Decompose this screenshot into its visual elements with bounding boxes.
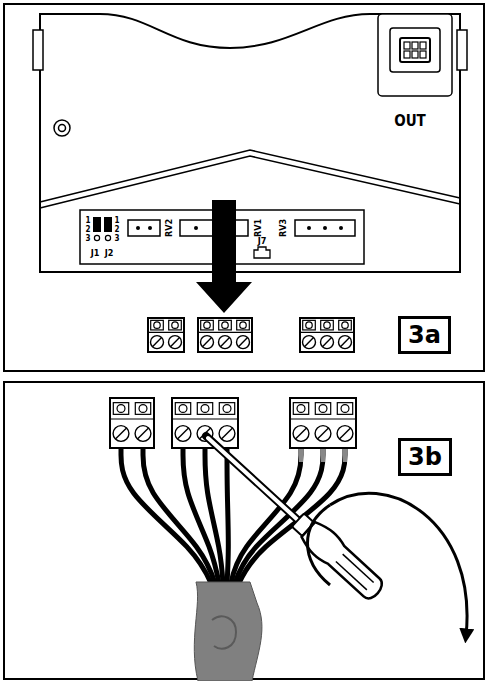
pin-number: 3 xyxy=(114,235,119,243)
component-name: RV1 xyxy=(254,219,263,237)
out-plug xyxy=(400,38,430,62)
stripped-wire-end xyxy=(299,448,303,462)
connector-name: J7 xyxy=(258,237,267,246)
socket-pin xyxy=(148,226,152,230)
out-connector-recess xyxy=(390,28,440,72)
plug-pins xyxy=(404,42,426,58)
screwdriver-handle xyxy=(288,509,388,604)
turn-arrow xyxy=(308,505,331,585)
jumper-pin xyxy=(105,235,110,240)
cable-sheath xyxy=(194,582,262,681)
jumper-name: J1 xyxy=(91,249,100,258)
terminal-block xyxy=(110,398,154,448)
connector-name: OUT xyxy=(394,114,426,129)
pin-number: 2 xyxy=(114,226,119,234)
screw-hole xyxy=(54,120,70,136)
component-name: RV3 xyxy=(279,219,288,237)
screwdriver-blade xyxy=(206,436,300,522)
terminal-blocks xyxy=(148,318,354,352)
terminal-block xyxy=(290,398,356,448)
plug-pin xyxy=(420,42,426,49)
jumper-name: J2 xyxy=(105,249,114,258)
wire xyxy=(227,448,229,590)
turn-arrow xyxy=(330,493,467,636)
socket-pin xyxy=(339,226,343,230)
figure-label-box: 3b xyxy=(398,438,452,476)
housing-tab xyxy=(33,30,43,70)
figure-label-box: 3a xyxy=(398,316,451,354)
socket-pin xyxy=(307,226,311,230)
terminal-blocks xyxy=(110,398,356,448)
wire xyxy=(236,448,345,590)
socket xyxy=(295,220,355,236)
socket-pin xyxy=(136,226,140,230)
plug-pin xyxy=(420,51,426,58)
terminal-block xyxy=(148,318,184,352)
screw-hole xyxy=(59,125,66,132)
wires xyxy=(121,448,345,590)
pin-number: 1 xyxy=(114,217,119,225)
removal-arrow xyxy=(196,200,252,313)
panel-frame xyxy=(4,4,484,371)
terminal-block xyxy=(300,318,354,352)
pin-number: 2 xyxy=(85,226,90,234)
stripped-wire-end xyxy=(343,448,347,462)
housing-tab xyxy=(457,30,467,70)
pin-number: 3 xyxy=(85,235,90,243)
figure-number: 3a xyxy=(408,322,441,348)
jumper-cap xyxy=(93,217,101,232)
component-name: RV2 xyxy=(165,219,174,237)
screwdriver-blade xyxy=(208,438,300,522)
out-connector-housing xyxy=(378,14,452,96)
pin-number: 1 xyxy=(85,217,90,225)
plug-pin xyxy=(404,51,410,58)
stripped-wire-end xyxy=(321,448,325,462)
jumper-cap xyxy=(104,217,112,232)
plug-pin xyxy=(412,42,418,49)
figure-number: 3b xyxy=(408,444,442,470)
terminal-block xyxy=(198,318,252,352)
cable-sheath-fold xyxy=(212,616,236,648)
wire xyxy=(205,448,223,590)
socket xyxy=(128,220,160,236)
socket-pin xyxy=(323,226,327,230)
cover-edge xyxy=(40,156,460,208)
cover-edge xyxy=(40,150,460,202)
plug-pin xyxy=(412,51,418,58)
plug-pin xyxy=(404,42,410,49)
controller-housing xyxy=(40,14,460,272)
j7-connector xyxy=(254,247,270,258)
jumper-pin xyxy=(94,235,99,240)
socket-pin xyxy=(194,226,198,230)
